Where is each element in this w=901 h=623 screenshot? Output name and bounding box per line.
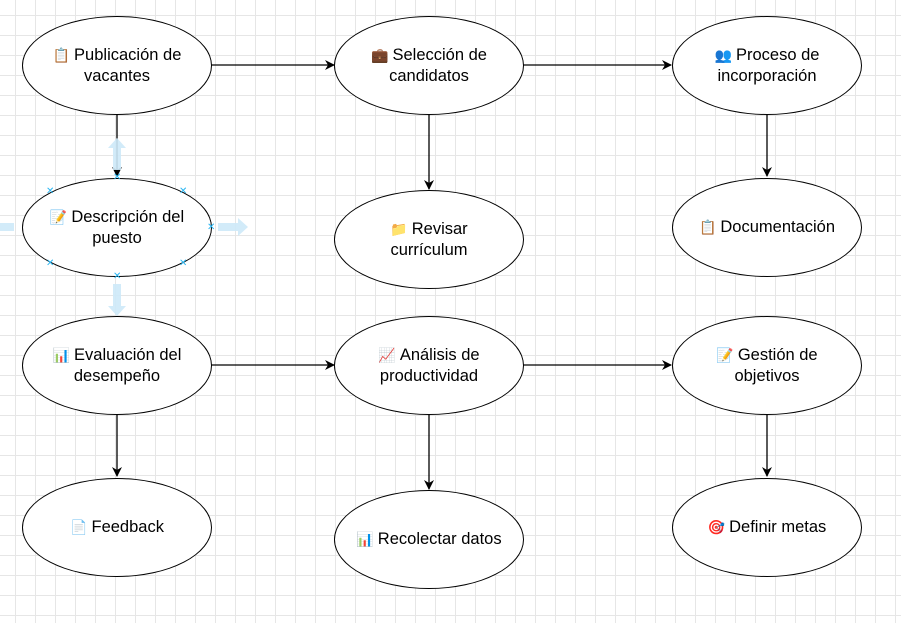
- node-label: Descripción del puesto: [71, 207, 185, 247]
- people-icon: 👥: [714, 46, 732, 63]
- briefcase-icon: 💼: [371, 46, 389, 63]
- node-label: Proceso de incorporación: [717, 45, 820, 85]
- node-evaluacion-del-desempeno[interactable]: 📊Evaluación del desempeño: [22, 316, 212, 415]
- connect-arrow-down[interactable]: [108, 284, 126, 316]
- resize-handle-top-left[interactable]: ✕: [46, 186, 55, 197]
- memo-icon: 📝: [49, 208, 68, 225]
- node-label: Revisar currículum: [390, 219, 468, 259]
- resize-handle-top[interactable]: ✕: [113, 172, 122, 183]
- node-label: Documentación: [720, 218, 836, 236]
- node-publicacion-de-vacantes[interactable]: 📋Publicación de vacantes: [22, 16, 212, 115]
- clipboard-icon: 📋: [52, 46, 71, 63]
- node-revisar-curriculum[interactable]: 📁Revisar currículum: [334, 190, 524, 289]
- bar-chart-icon: 📊: [52, 346, 71, 363]
- node-gestion-de-objetivos[interactable]: 📝Gestión de objetivos: [672, 316, 862, 415]
- connect-arrow-right[interactable]: [218, 218, 248, 236]
- clipboard-icon: 📋: [698, 219, 717, 235]
- node-proceso-de-incorporacion[interactable]: 👥Proceso de incorporación: [672, 16, 862, 115]
- resize-handle-bottom-left[interactable]: ✕: [46, 258, 55, 269]
- resize-handle-bottom[interactable]: ✕: [113, 271, 122, 282]
- node-analisis-de-productividad[interactable]: 📈Análisis de productividad: [334, 316, 524, 415]
- resize-handle-top-right[interactable]: ✕: [179, 186, 188, 197]
- trend-chart-icon: 📈: [378, 346, 396, 363]
- memo-icon: 📝: [716, 346, 734, 363]
- node-label: Feedback: [91, 518, 164, 536]
- document-icon: 📄: [70, 519, 88, 535]
- node-label: Gestión de objetivos: [734, 345, 818, 385]
- node-definir-metas[interactable]: 🎯Definir metas: [672, 478, 862, 577]
- node-label: Publicación de vacantes: [74, 45, 182, 85]
- node-label: Selección de candidatos: [389, 45, 487, 85]
- target-icon: 🎯: [707, 519, 726, 535]
- node-feedback[interactable]: 📄Feedback: [22, 478, 212, 577]
- node-label: Análisis de productividad: [379, 345, 480, 385]
- connect-arrow-up[interactable]: [108, 138, 126, 170]
- node-label: Evaluación del desempeño: [73, 345, 182, 385]
- node-documentacion[interactable]: 📋Documentación: [672, 178, 862, 277]
- node-recolectar-datos[interactable]: 📊Recolectar datos: [334, 490, 524, 589]
- bar-chart-icon: 📊: [356, 531, 374, 547]
- resize-handle-bottom-right[interactable]: ✕: [179, 258, 188, 269]
- node-label: Recolectar datos: [377, 530, 502, 548]
- connect-arrow-left[interactable]: [0, 223, 14, 231]
- node-descripcion-del-puesto[interactable]: 📝Descripción del puesto: [22, 178, 212, 277]
- folder-icon: 📁: [390, 220, 408, 237]
- resize-handle-right[interactable]: ✕: [207, 222, 216, 233]
- node-seleccion-de-candidatos[interactable]: 💼Selección de candidatos: [334, 16, 524, 115]
- node-label: Definir metas: [729, 518, 827, 536]
